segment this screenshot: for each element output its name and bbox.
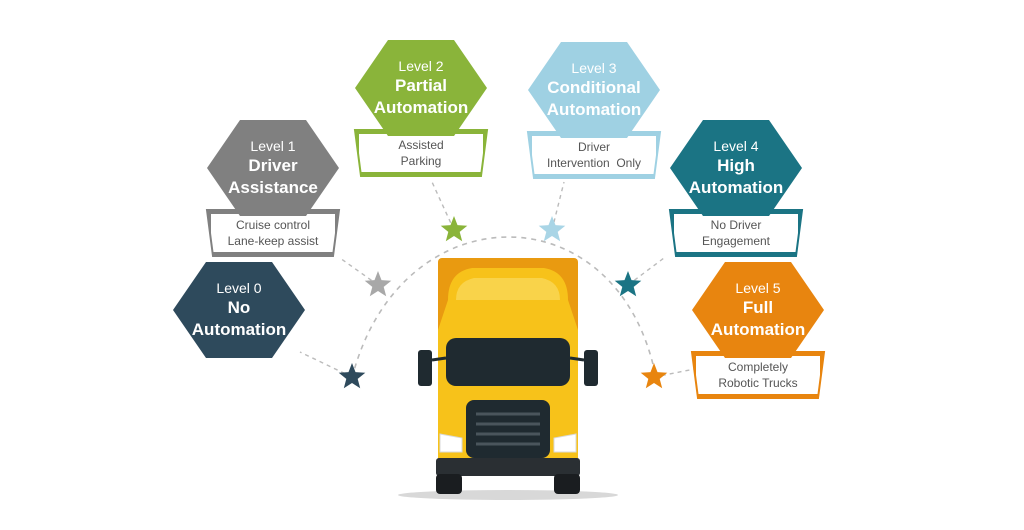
level-3-title-line1: Conditional	[547, 77, 641, 97]
level-5-star-icon	[640, 363, 668, 389]
level-4-description: No Driver Engagement	[670, 210, 802, 256]
level-1-hexagon: Level 1 Driver Assistance	[207, 120, 339, 216]
level-1-title-line1: Driver	[248, 155, 298, 175]
level-4-number: Level 4	[713, 137, 759, 154]
level-5-title-line2: Automation	[710, 319, 806, 339]
level-2-desc-line1: Assisted	[398, 138, 444, 152]
truck-bumper	[436, 458, 580, 476]
level-0-number: Level 0	[216, 279, 262, 296]
level-4-hexagon: Level 4 High Automation	[670, 120, 802, 216]
level-5-number: Level 5	[735, 279, 781, 296]
level-1-desc-line1: Cruise control	[235, 218, 311, 232]
level-3-title-line2: Automation	[546, 99, 642, 119]
level-0-title-line2: Automation	[191, 319, 287, 339]
truck-roof-visor	[456, 278, 560, 300]
truck-grille	[466, 400, 550, 458]
level-2-star-icon	[440, 216, 468, 242]
truck-headlight-right	[553, 433, 577, 453]
level-2-connector	[431, 181, 455, 231]
level-3-star-icon	[538, 216, 566, 242]
level-5-hexagon: Level 5 Full Automation	[692, 262, 824, 358]
level-4-star-icon	[614, 271, 642, 297]
level-1-title-line2: Assistance	[228, 177, 318, 197]
level-0-title-line1: No	[227, 297, 251, 317]
level-2-title-line1: Partial	[395, 75, 447, 95]
dashed-arc	[351, 236, 657, 379]
truck-mirror-left	[418, 350, 432, 386]
level-1-description: Cruise control Lane-keep assist	[207, 210, 339, 256]
level-5-title-line1: Full	[742, 297, 774, 317]
truck-shadow	[398, 490, 618, 500]
level-5-description: Completely Robotic Trucks	[692, 352, 824, 398]
truck-windshield	[446, 338, 570, 386]
level-2-title-line2: Automation	[373, 97, 469, 117]
level-2-hexagon: Level 2 Partial Automation	[355, 40, 487, 136]
truck-wheel-right	[554, 474, 580, 494]
level-1-star-icon	[364, 271, 392, 297]
level-5-desc-line2: Robotic Trucks	[718, 376, 798, 390]
level-4-title-line1: High	[717, 155, 755, 175]
level-0-star-icon	[338, 363, 366, 389]
star-markers	[338, 216, 668, 389]
level-3-hexagon: Level 3 Conditional Automation	[528, 42, 660, 138]
level-2-number: Level 2	[398, 57, 444, 74]
level-1-number: Level 1	[250, 137, 296, 154]
level-1-desc-line2: Lane-keep assist	[227, 234, 319, 248]
truck-headlight-left	[439, 433, 463, 453]
truck-wheel-left	[436, 474, 462, 494]
level-2-description: Assisted Parking	[355, 130, 487, 176]
level-3-description: Driver Intervention Only	[528, 132, 660, 178]
level-4-title-line2: Automation	[688, 177, 784, 197]
level-5-desc-line1: Completely	[727, 360, 789, 374]
level-4-desc-line1: No Driver	[710, 218, 762, 232]
level-3-number: Level 3	[571, 59, 617, 76]
level-3-desc-line2: Intervention Only	[546, 156, 642, 170]
truck-mirror-right	[584, 350, 598, 386]
level-2-desc-line2: Parking	[400, 154, 442, 168]
level-3-desc-line1: Driver	[578, 140, 610, 154]
level-0-hexagon: Level 0 No Automation	[173, 262, 305, 358]
truck-illustration	[398, 258, 618, 500]
level-4-desc-line2: Engagement	[701, 234, 771, 248]
